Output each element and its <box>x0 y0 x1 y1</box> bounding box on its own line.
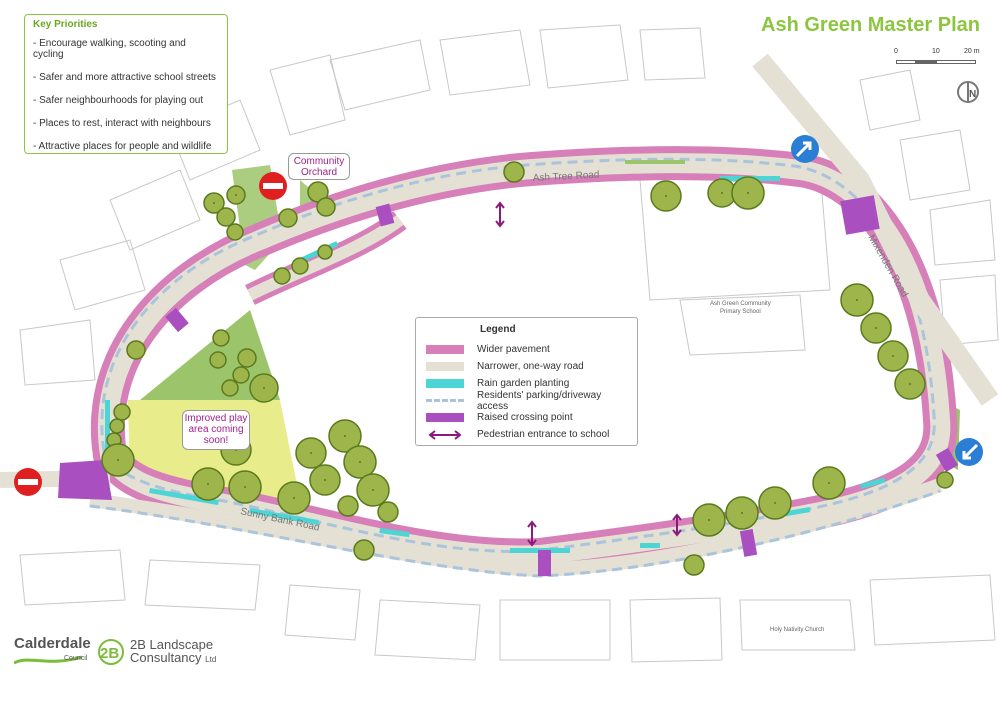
scale-bar: 0 10 20 m <box>892 48 980 68</box>
scale-label-0: 0 <box>894 48 898 55</box>
legend-label: Wider pavement <box>477 344 550 355</box>
north-arrow-icon: N <box>957 81 979 103</box>
trees <box>101 161 954 576</box>
church-label: Holy Nativity Church <box>770 627 824 633</box>
priority-item: - Attractive places for people and wildl… <box>33 141 212 152</box>
road-label-ash-tree: Ash Tree Road <box>533 170 600 184</box>
svg-text:N: N <box>969 89 976 100</box>
calderdale-sub: Council <box>64 655 88 662</box>
key-priorities-list: - Encourage walking, scooting and cyclin… <box>33 38 219 152</box>
legend-swatch <box>426 399 464 402</box>
calderdale-swoosh <box>14 655 83 665</box>
no-entry-icon <box>259 172 287 200</box>
legend-swatch <box>426 379 464 388</box>
legend-heading: Legend <box>480 324 516 335</box>
legend-item: Rain garden planting <box>426 375 627 392</box>
scale-label-10: 10 <box>932 48 940 55</box>
calderdale-logo: Calderdale <box>14 635 91 652</box>
school-label-line2: Primary School <box>720 309 761 315</box>
consultancy-logo-mark-text: 2B <box>100 645 119 662</box>
legend-swatch <box>426 413 464 422</box>
no-entry-icon <box>14 468 42 496</box>
legend-swatch <box>426 362 464 371</box>
key-priorities-panel: Key Priorities - Encourage walking, scoo… <box>24 14 228 154</box>
legend-item: Residents' parking/driveway access <box>426 389 627 412</box>
scale-segment <box>936 60 976 64</box>
tree-icon <box>101 161 954 576</box>
legend-panel: Legend Wider pavement Narrower, one-way … <box>415 317 638 446</box>
priority-item: - Places to rest, interact with neighbou… <box>33 118 211 129</box>
legend-item: Narrower, one-way road <box>426 358 627 375</box>
one-way-arrow-icon <box>791 135 819 163</box>
legend-item: Raised crossing point <box>426 409 627 426</box>
scale-segment <box>896 60 916 64</box>
mixenden-road <box>752 53 999 406</box>
school-entrance-arrows <box>495 201 682 547</box>
scale-segment <box>916 60 936 64</box>
page-title: Ash Green Master Plan <box>761 14 980 36</box>
legend-label: Narrower, one-way road <box>477 361 584 372</box>
legend-label: Rain garden planting <box>477 378 570 389</box>
legend-item: Pedestrian entrance to school <box>426 426 627 443</box>
scale-label-20: 20 m <box>964 48 980 55</box>
consultancy-ltd: Ltd <box>205 655 217 664</box>
school-label: Ash Green Community <box>710 301 771 307</box>
legend-swatch <box>426 345 464 354</box>
consultancy-name: 2B Landscape Consultancy Ltd <box>130 638 216 666</box>
consultancy-logo-mark: 2B <box>98 639 124 665</box>
legend-label: Raised crossing point <box>477 412 573 423</box>
priority-item: - Safer and more attractive school stree… <box>33 72 216 83</box>
callout-community-orchard: Community Orchard <box>288 153 350 180</box>
consultancy-name-line2: Consultancy <box>130 650 202 665</box>
consultancy-name-line1: 2B Landscape <box>130 637 214 652</box>
key-priorities-heading: Key Priorities <box>33 19 98 30</box>
callout-play-area: Improved play area coming soon! <box>182 410 250 450</box>
consultancy-name-line2-row: Consultancy Ltd <box>130 651 216 666</box>
priority-item: - Encourage walking, scooting and cyclin… <box>33 38 186 60</box>
priority-item: - Safer neighbourhoods for playing out <box>33 95 204 106</box>
legend-label: Residents' parking/driveway access <box>477 389 602 412</box>
raised-crossings <box>58 195 959 576</box>
double-arrow-icon <box>428 429 462 440</box>
legend-label: Pedestrian entrance to school <box>477 429 610 440</box>
one-way-arrow-icon <box>955 438 983 466</box>
legend-item: Wider pavement <box>426 341 627 358</box>
